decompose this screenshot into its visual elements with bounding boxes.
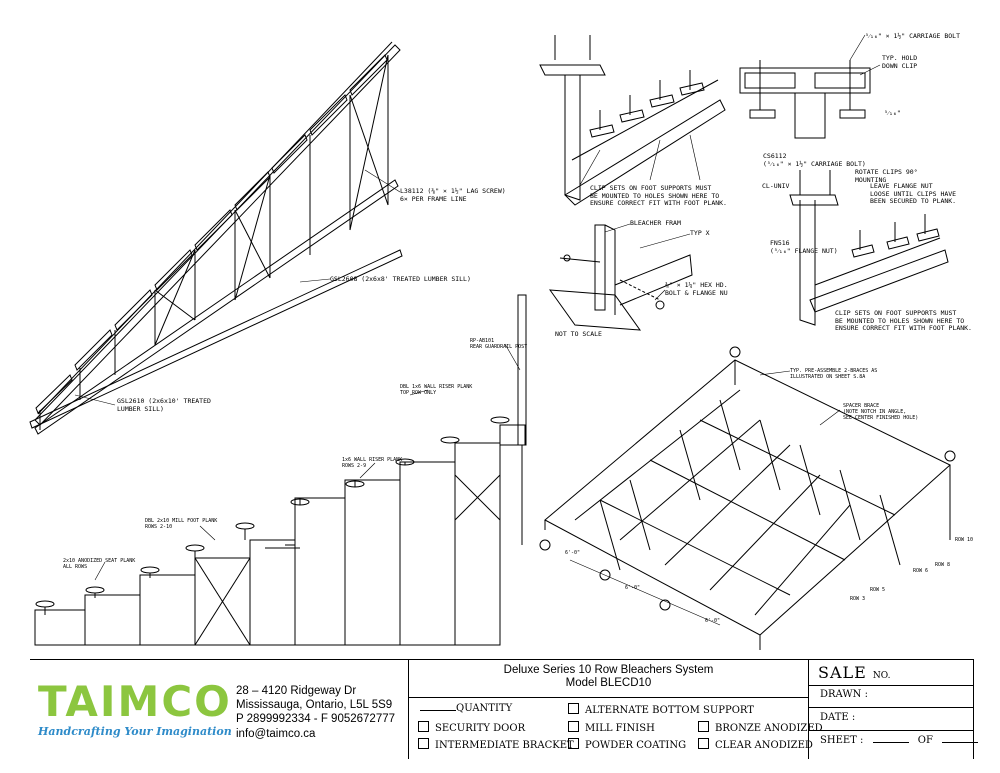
- side-truss-elevation: [29, 41, 403, 435]
- logo-tagline: Handcrafting Your Imagination: [38, 725, 232, 738]
- bronze-anodized-label: BRONZE ANODIZED: [715, 723, 823, 734]
- intermediate-bracket-checkbox[interactable]: [418, 738, 429, 749]
- frame-bolt-detail: [548, 224, 693, 331]
- sale-number-field[interactable]: SALE NO.: [818, 663, 891, 682]
- five-sixteenth-label: ⁵⁄₁₆": [884, 109, 901, 117]
- gsl2608-label: GSL2608 (2x6x8' TREATED LUMBER SILL): [330, 275, 471, 283]
- drawn-field[interactable]: DRAWN :: [820, 689, 868, 700]
- row8-label: ROW 8: [935, 562, 951, 568]
- seat-plank-label: 2x10 ANODIZED SEAT PLANK ALL ROWS: [63, 558, 136, 570]
- alternate-bottom-label: ALTERNATE BOTTOM SUPPORT: [585, 705, 754, 716]
- title-divider-right: [808, 659, 809, 759]
- technical-drawing: [29, 34, 956, 650]
- row6-label: ROW 6: [913, 568, 929, 574]
- fn516-label: FN516 (⁵⁄₁₆" FLANGE NUT): [770, 239, 838, 255]
- bleacher-side-elevation: [34, 416, 510, 646]
- typ-x-label: TYP X: [690, 229, 710, 237]
- option-bronze-anodized[interactable]: BRONZE ANODIZED: [698, 721, 823, 735]
- sale-no-label: NO.: [872, 671, 891, 681]
- title-line-2: Model BLECD10: [565, 677, 652, 689]
- title-line-1: Deluxe Series 10 Row Bleachers System: [503, 664, 714, 676]
- quantity-field[interactable]: QUANTITY: [420, 703, 512, 715]
- powder-coating-checkbox[interactable]: [568, 738, 579, 749]
- date-field[interactable]: DATE :: [820, 712, 856, 723]
- powder-coating-label: POWDER COATING: [585, 740, 687, 751]
- intermediate-bracket-label: INTERMEDIATE BRACKET: [435, 740, 574, 751]
- sheet-total-blank[interactable]: [942, 742, 979, 743]
- rotate-clips-label: ROTATE CLIPS 90° MOUNTING: [855, 168, 918, 184]
- row3-label: ROW 3: [850, 596, 866, 602]
- not-to-scale-label: NOT TO SCALE: [555, 330, 602, 338]
- logo-wordmark: TAIMCO: [38, 677, 232, 726]
- security-door-label: SECURITY DOOR: [435, 723, 526, 734]
- option-security-door[interactable]: SECURITY DOOR: [418, 721, 525, 735]
- sheet-field[interactable]: SHEET : OF: [820, 735, 979, 746]
- drawing-title: Deluxe Series 10 Row Bleachers System Mo…: [410, 664, 807, 690]
- leave-flange-label: LEAVE FLANGE NUT LOOSE UNTIL CLIPS HAVE …: [870, 182, 957, 205]
- sheet-of-label: OF: [917, 735, 933, 746]
- riser-rows-label: 1x6 WALL RISER PLANK ROWS 2-9: [342, 457, 403, 469]
- clip-sets-note-2: CLIP SETS ON FOOT SUPPORTS MUST BE MOUNT…: [835, 309, 972, 332]
- rear-guardrail-post: [499, 294, 527, 545]
- pre-assemble-label: TYP. PRE-ASSEMBLE 2-BRACES AS ILLUSTRATE…: [790, 368, 878, 380]
- email: info@taimco.ca: [236, 727, 316, 740]
- company-contact: 28 – 4120 Ridgeway Dr Mississauga, Ontar…: [236, 684, 395, 741]
- alternate-bottom-checkbox[interactable]: [568, 703, 579, 714]
- quantity-label: QUANTITY: [456, 703, 513, 714]
- hold-down-clip-label: TYP. HOLD DOWN CLIP: [882, 54, 918, 70]
- sheet-label: SHEET :: [820, 735, 864, 746]
- clip-sets-note-1: CLIP SETS ON FOOT SUPPORTS MUST BE MOUNT…: [590, 184, 727, 207]
- title-divider-edge: [973, 659, 974, 759]
- row5-label: ROW 5: [870, 587, 886, 593]
- cs6112-label: CS6112 (⁵⁄₁₆" × 1½" CARRIAGE BOLT): [763, 152, 866, 168]
- rear-guardrail-label: RP-AB101 REAR GUARDRAIL POST: [470, 338, 528, 350]
- taimco-logo: TAIMCO Handcrafting Your Imagination: [38, 681, 232, 751]
- bronze-anodized-checkbox[interactable]: [698, 721, 709, 732]
- quantity-blank[interactable]: [420, 710, 456, 711]
- title-block-frame: [30, 659, 973, 760]
- mill-finish-label: MILL FINISH: [585, 723, 655, 734]
- option-alternate-bottom[interactable]: ALTERNATE BOTTOM SUPPORT: [568, 703, 754, 717]
- phone-fax: P 2899992334 - F 9052672777: [236, 713, 396, 726]
- clear-anodized-label: CLEAR ANODIZED: [715, 740, 813, 751]
- spacer-brace-label: SPACER BRACE (NOTE NOTCH IN ANGLE, SEE C…: [843, 403, 919, 421]
- sheet-number-blank[interactable]: [872, 742, 909, 743]
- title-divider-left: [408, 659, 409, 759]
- option-powder-coating[interactable]: POWDER COATING: [568, 738, 686, 752]
- carriage-bolt-label: ⁵⁄₁₆" × 1½" CARRIAGE BOLT: [865, 32, 961, 40]
- lag-screw-label: L38112 (⅜" × 1½" LAG SCREW) 6× PER FRAME…: [400, 187, 506, 203]
- date-rule: [808, 730, 973, 731]
- option-mill-finish[interactable]: MILL FINISH: [568, 721, 655, 735]
- dim-label-3: 6'-0": [705, 618, 721, 624]
- mill-finish-checkbox[interactable]: [568, 721, 579, 732]
- row10-label: ROW 10: [955, 537, 974, 543]
- dim-label-2: 6'-0": [625, 585, 641, 591]
- isometric-bleacher-system: [539, 346, 956, 650]
- bleacher-frame-label: BLEACHER FRAM: [630, 219, 681, 227]
- option-intermediate-bracket[interactable]: INTERMEDIATE BRACKET: [418, 738, 574, 752]
- address-line-1: 28 – 4120 Ridgeway Dr: [236, 685, 357, 697]
- title-rule: [408, 697, 808, 698]
- dim-label-1: 6'-0": [565, 550, 581, 556]
- hold-down-clip-detail: [739, 34, 881, 139]
- clip-rotation-detail: [789, 170, 949, 326]
- sale-rule: [808, 685, 973, 686]
- clear-anodized-checkbox[interactable]: [698, 738, 709, 749]
- hex-bolt-label: ⅜" × 1¼" HEX HD. BOLT & FLANGE NU: [665, 281, 728, 297]
- clip-detail-1: [539, 35, 726, 206]
- sale-label: SALE: [818, 663, 867, 682]
- gsl2610-label: GSL2610 (2x6x10' TREATED LUMBER SILL): [117, 397, 211, 413]
- address-line-2: Mississauga, Ontario, L5L 5S9: [236, 699, 393, 712]
- cl-univ-label: CL-UNIV: [762, 182, 790, 190]
- dbl-1x6-label: DBL 1x6 WALL RISER PLANK TOP ROW ONLY: [400, 384, 473, 396]
- security-door-checkbox[interactable]: [418, 721, 429, 732]
- drawn-rule: [808, 707, 973, 708]
- dbl-2x10-label: DBL 2x10 MILL FOOT PLANK ROWS 2-10: [145, 518, 218, 530]
- option-clear-anodized[interactable]: CLEAR ANODIZED: [698, 738, 813, 752]
